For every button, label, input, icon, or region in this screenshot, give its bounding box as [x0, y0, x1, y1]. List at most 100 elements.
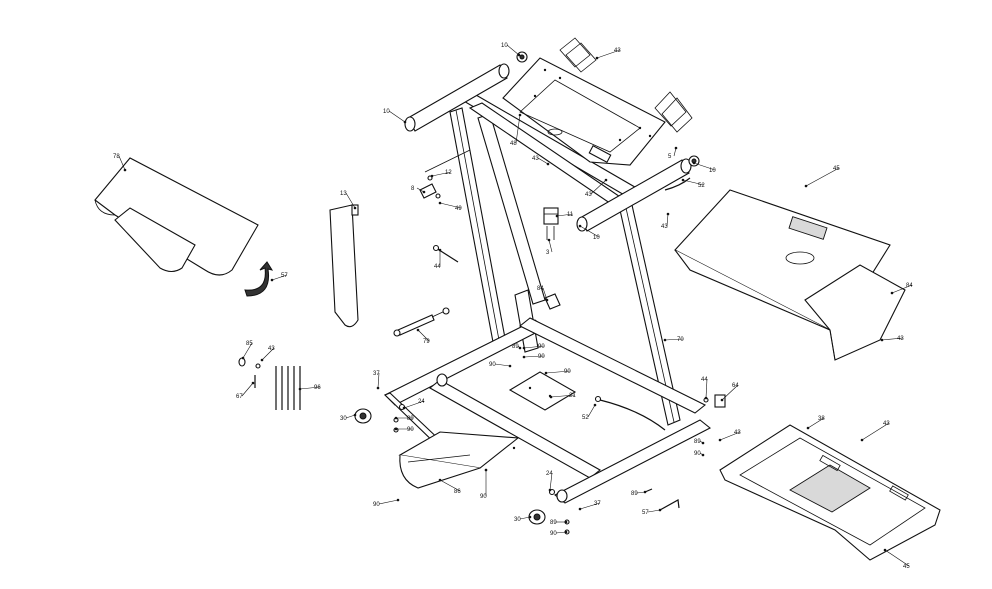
part-number-label: 11 [567, 212, 574, 218]
callout-c-37a: 37 [373, 371, 380, 390]
part-number-label: 67 [236, 394, 243, 400]
part-number-label: 49 [455, 206, 462, 212]
part-number-label: 30 [340, 416, 347, 422]
handlebar-tube-right [576, 158, 692, 232]
leader-dot [484, 468, 488, 472]
leader-line [861, 422, 890, 441]
end-cap-top [516, 51, 528, 63]
part-number-label: 96 [314, 385, 321, 391]
leader-line [439, 202, 462, 209]
leader-dot [528, 515, 532, 519]
callout-c-30a: 30 [340, 413, 357, 422]
top-crossbar [460, 94, 642, 211]
leader-line [506, 44, 520, 56]
bolt-44 [432, 244, 459, 263]
leader-dot [518, 113, 522, 117]
part-number-label: 43 [532, 156, 539, 162]
leader-line [550, 394, 576, 398]
center-plate-21 [508, 371, 577, 411]
leader-line [664, 338, 684, 341]
leader-line [549, 472, 553, 491]
leader-dot [564, 520, 568, 524]
callout-c-30b: 30 [514, 515, 532, 523]
callout-c-44a: 44 [434, 248, 442, 270]
part-number-label: 24 [546, 471, 553, 477]
leader-line [542, 287, 548, 301]
callout-c-43g: 43 [860, 421, 890, 442]
callout-c-89b: 89 [394, 416, 414, 422]
callout-c-64: 64 [720, 383, 739, 402]
callout-c-90h: 90 [373, 498, 400, 508]
callout-c-43f: 43 [260, 346, 275, 362]
leader-dot [692, 161, 696, 165]
callout-c-43d: 43 [661, 212, 670, 230]
leader-line [719, 431, 741, 441]
part-number-label: 57 [642, 510, 649, 516]
leader-line [587, 404, 596, 418]
leader-dot [438, 478, 442, 482]
part-number-label: 89 [407, 416, 414, 422]
part-number-label: 12 [445, 170, 452, 176]
console-plate [502, 57, 666, 166]
part-number-label: 57 [281, 273, 288, 279]
leader-dot [517, 53, 521, 57]
part-number-label: 70 [677, 337, 684, 343]
callout-c-90f: 90 [694, 451, 705, 457]
callout-c-89e: 89 [550, 520, 568, 526]
bracket-64 [703, 394, 726, 408]
leader-dot [402, 406, 406, 410]
leader-line [241, 382, 254, 397]
callout-c-89a: 89 [512, 344, 522, 350]
leader-line [494, 363, 511, 367]
callout-c-12: 12 [430, 170, 452, 178]
leader-dot [806, 426, 810, 430]
part-number-label: 43 [661, 224, 668, 230]
part-number-label: 89 [512, 344, 519, 350]
part-number-label: 85 [246, 341, 253, 347]
callout-c-43b: 43 [532, 156, 550, 166]
leader-line [537, 157, 549, 165]
part-number-label: 45 [833, 166, 840, 172]
leader-dot [681, 178, 685, 182]
leader-line [647, 509, 661, 513]
part-number-label: 79 [423, 339, 430, 345]
leader-line [345, 192, 356, 209]
part-number-label: 43 [883, 421, 890, 427]
part-number-label: 8 [411, 186, 415, 192]
leader-line [545, 370, 571, 374]
leader-line [377, 372, 380, 389]
leader-dot [396, 498, 400, 502]
leader-line [636, 491, 646, 494]
leader-dot [438, 248, 442, 252]
leader-dot [663, 338, 667, 342]
part-number-label: 5 [668, 154, 672, 160]
leader-dot [883, 548, 887, 552]
callout-c-43c: 43 [585, 178, 608, 198]
brackets-12-8-49 [419, 149, 471, 199]
leader-line [891, 284, 913, 294]
leader-dot [545, 298, 549, 302]
leader-dot [544, 371, 548, 375]
handlebar-tube-left [404, 63, 510, 132]
part-number-label: 43 [268, 346, 275, 352]
wheel-30-left [354, 403, 406, 433]
motor-cover-84 [804, 264, 906, 361]
small-hardware-85-67 [238, 357, 261, 388]
leader-line [299, 386, 321, 390]
part-number-label: 43 [897, 336, 904, 342]
callout-c-86: 86 [438, 478, 461, 495]
callout-c-49: 49 [438, 201, 462, 212]
callout-c-37b: 37 [578, 501, 601, 511]
leader-line [807, 417, 825, 429]
callout-c-21: 21 [549, 393, 576, 399]
part-number-label: 21 [569, 393, 576, 399]
leader-line [417, 329, 430, 342]
leader-dot [890, 291, 894, 295]
part-number-label: 90 [538, 354, 545, 360]
leader-dot [604, 178, 608, 182]
part-number-label: 84 [537, 286, 544, 292]
leader-line [555, 531, 567, 534]
leader-line [666, 213, 669, 227]
leader-dot [403, 120, 407, 124]
